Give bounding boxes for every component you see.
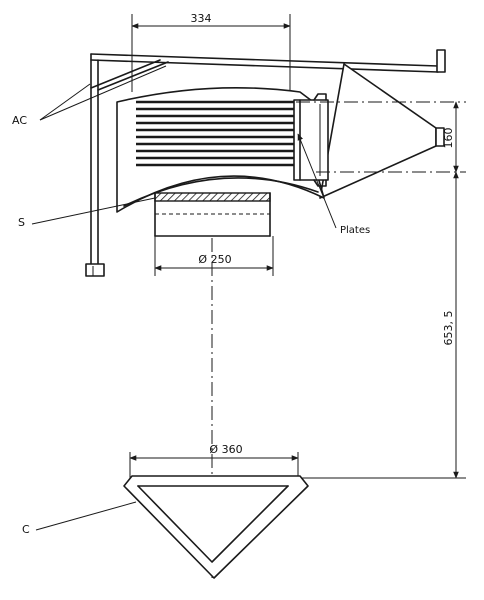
dimension-base-diameter: Ø 250 [154, 236, 274, 276]
label-c-text: C [22, 523, 30, 536]
dimension-top-width-label: 334 [191, 12, 212, 25]
label-c: C [22, 501, 137, 536]
label-ac: AC [12, 65, 167, 127]
label-s: S [18, 197, 156, 229]
dimension-right-height-label: 160 [442, 128, 455, 149]
label-plates: Plates [297, 133, 370, 236]
dimension-distance: 653, 5 [300, 171, 466, 479]
cone-c [123, 475, 309, 579]
dimension-right-height: 160 [296, 101, 466, 173]
dimension-top-width: 334 [131, 12, 291, 92]
dimension-cone-diameter: Ø 360 [129, 443, 299, 478]
dimension-cone-diameter-label: Ø 360 [209, 443, 242, 456]
label-ac-text: AC [12, 114, 27, 127]
label-s-text: S [18, 216, 25, 229]
shield-and-base [154, 192, 271, 237]
lamp-housing [116, 63, 445, 213]
cooling-plates [136, 100, 294, 167]
dimension-base-diameter-label: Ø 250 [198, 253, 231, 266]
support-rail [85, 49, 446, 277]
dimension-distance-label: 653, 5 [442, 311, 455, 346]
label-plates-text: Plates [340, 225, 370, 236]
